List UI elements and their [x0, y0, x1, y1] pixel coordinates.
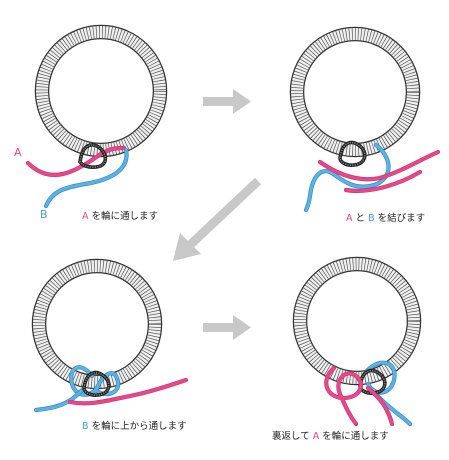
panel-1	[25, 24, 168, 209]
panel-2	[289, 26, 441, 213]
caption-letter-b: B	[368, 213, 375, 224]
caption-text: を輪に通します	[322, 431, 389, 442]
ring-3	[31, 258, 163, 390]
cord-a-3	[67, 377, 189, 406]
arrow-right-2	[203, 315, 251, 340]
caption-prefix: 裏返して	[272, 431, 310, 442]
caption-letter-b: B	[82, 421, 89, 432]
caption-step-2: A と B を結びます	[346, 210, 425, 224]
caption-letter-a: A	[82, 211, 89, 222]
caption-step-1: A を輪に通します	[82, 208, 158, 222]
ring-1	[34, 24, 168, 158]
caption-letter-a: A	[312, 431, 320, 442]
label-a: A	[14, 146, 22, 159]
arrow-diagonal	[173, 177, 262, 261]
panel-4	[292, 256, 422, 427]
cord-b-1	[43, 147, 129, 209]
arrow-right-1	[203, 89, 251, 114]
caption-letter-a: A	[346, 213, 353, 224]
ring-2	[289, 26, 421, 158]
caption-step-3: B を輪に上から通します	[82, 418, 187, 432]
caption-step-4: 裏返して A を輪に通します	[272, 428, 389, 442]
caption-mid: と	[355, 213, 366, 224]
loop-3	[82, 370, 111, 397]
caption-text: を輪に通します	[91, 211, 159, 222]
label-b: B	[40, 208, 48, 221]
loop-4	[358, 368, 387, 395]
cord-a-1	[25, 145, 127, 177]
panel-3	[31, 258, 189, 413]
caption-text: を結びます	[377, 213, 426, 224]
cord-a-4	[324, 365, 395, 427]
loop-2	[338, 140, 367, 167]
loop-1	[78, 143, 108, 169]
cord-a-2	[317, 149, 441, 193]
ring-4	[292, 256, 422, 386]
cord-b-3	[33, 365, 121, 413]
caption-text: を輪に上から通します	[91, 421, 187, 432]
